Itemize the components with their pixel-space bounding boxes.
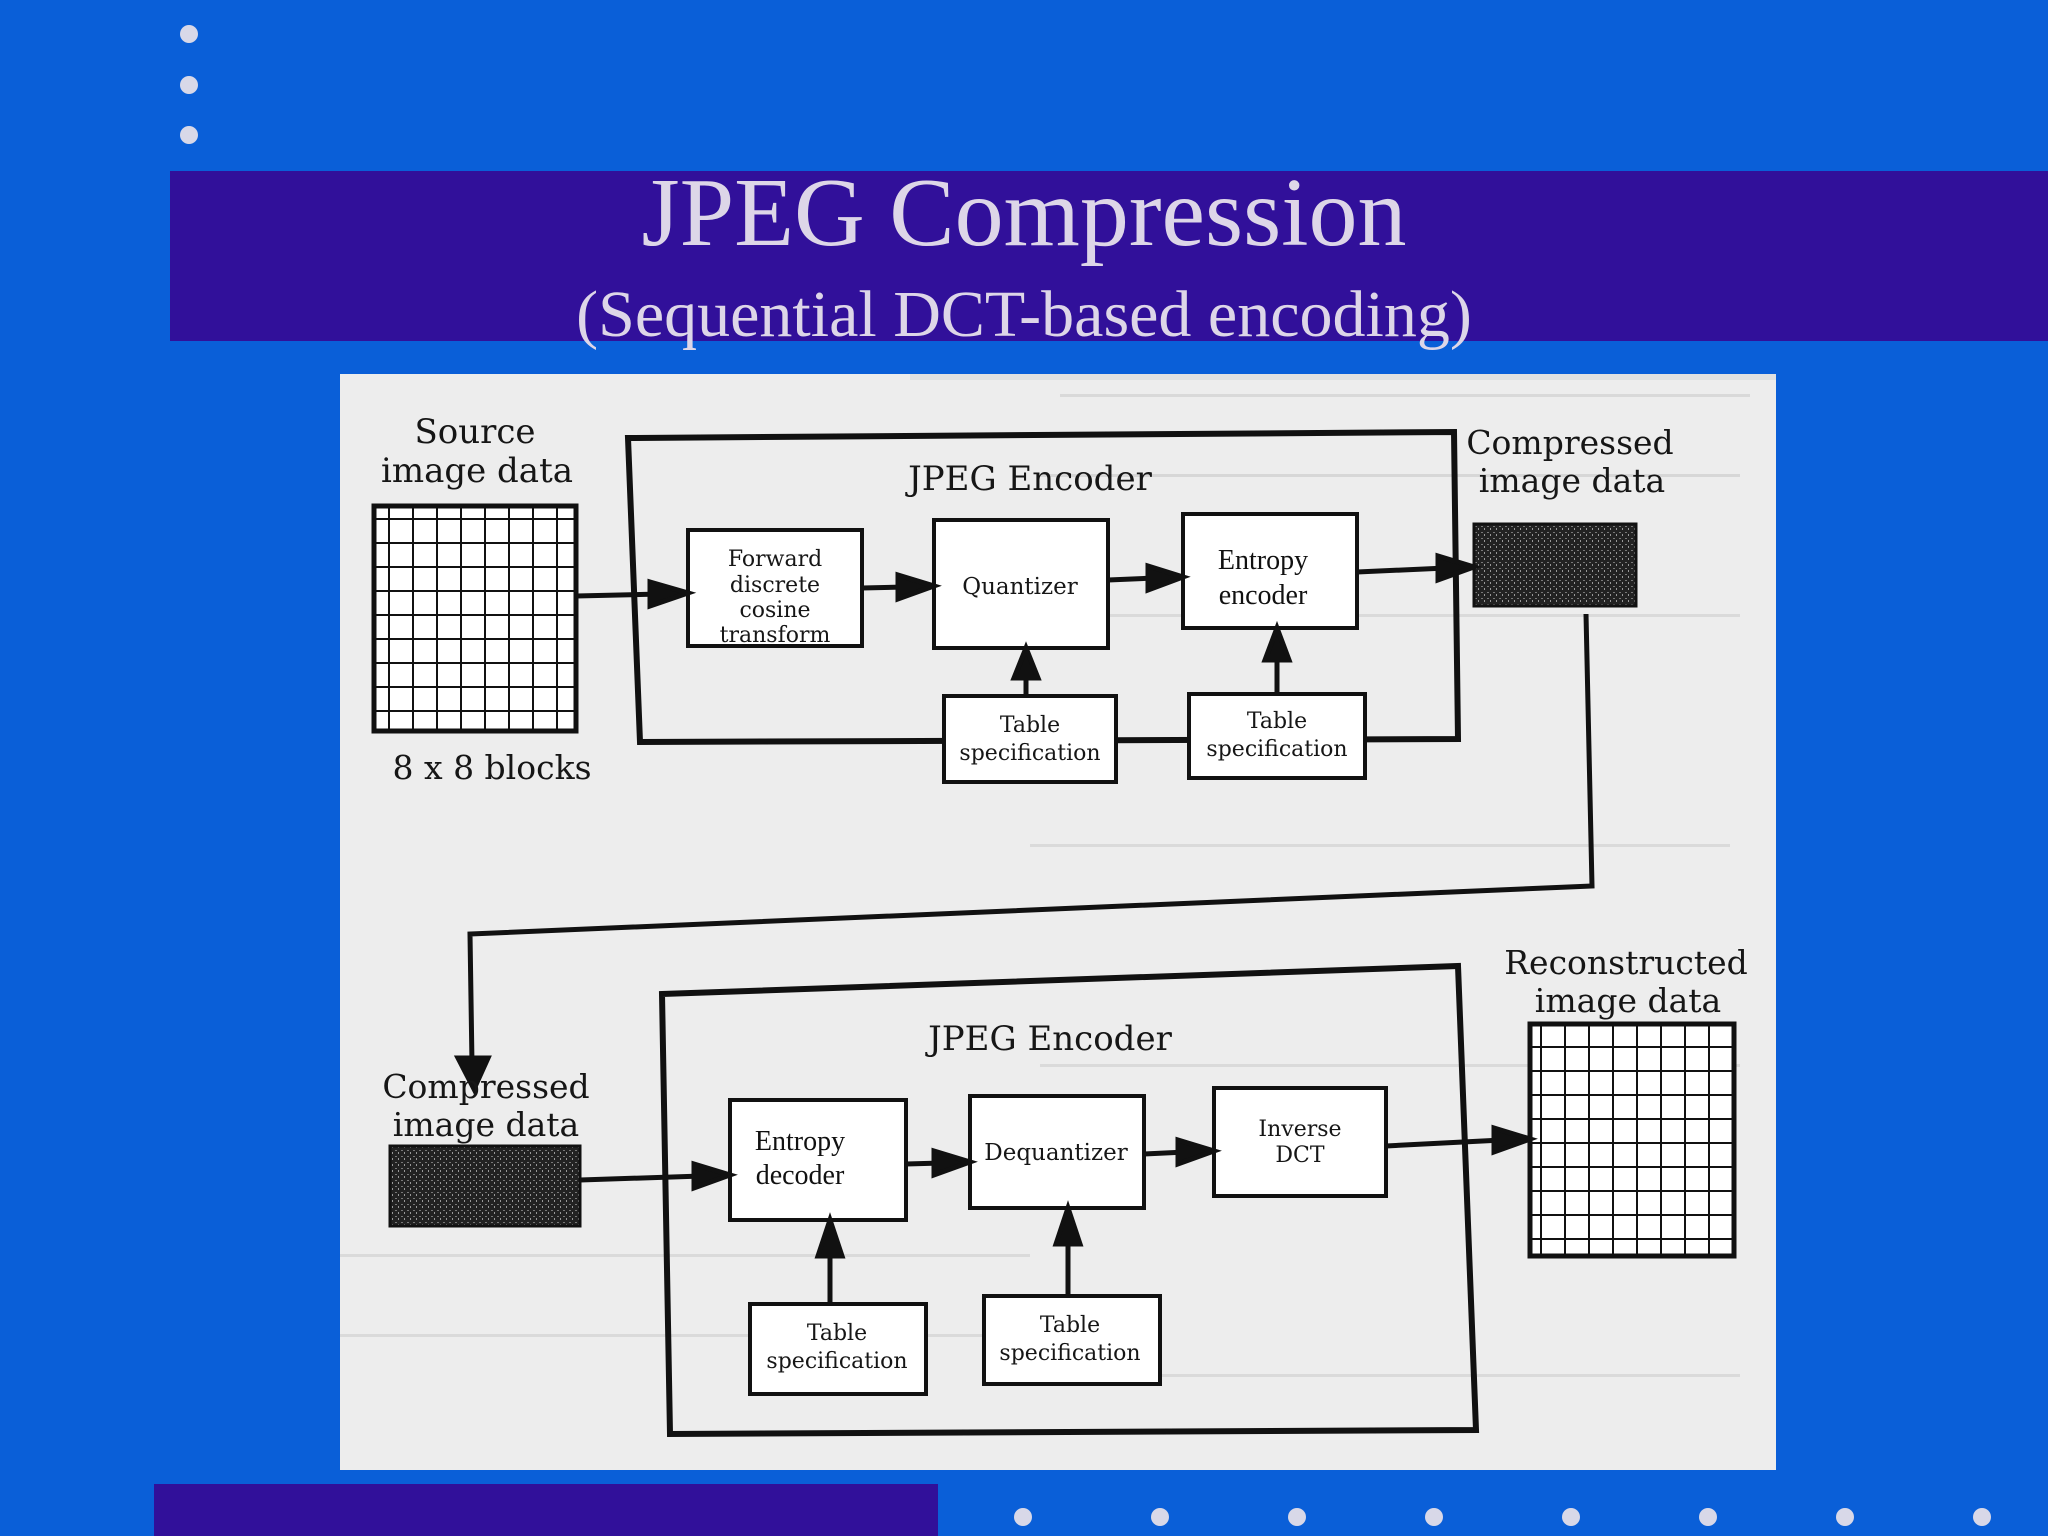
decor-dot <box>1151 1508 1169 1526</box>
decor-dot <box>1973 1508 1991 1526</box>
entropy-encoder-label-1: Entropy <box>1218 545 1308 576</box>
decoder-title: JPEG Encoder <box>925 1019 1172 1059</box>
encoder-table-spec-b <box>1187 692 1367 780</box>
decoder-table-a-2: specification <box>766 1349 907 1374</box>
decoder-arrows <box>579 1124 1538 1304</box>
slide-subtitle: (Sequential DCT-based encoding) <box>576 278 1472 351</box>
encoder-table-spec-a <box>942 694 1118 784</box>
decor-dot <box>1425 1508 1443 1526</box>
idct-label-1: Inverse <box>1258 1117 1341 1142</box>
decoder-table-b-2: specification <box>999 1341 1140 1366</box>
encoder-table-b-2: specification <box>1206 737 1347 762</box>
encoder-table-a-2: specification <box>959 741 1100 766</box>
decor-dot <box>180 25 198 43</box>
decoder-output-label-1: Reconstructed <box>1504 943 1748 982</box>
entropy-encoder-box <box>1181 512 1359 630</box>
fdct-label-1: Forward <box>728 547 822 572</box>
fdct-label-3: cosine <box>739 598 810 623</box>
decoder-frame <box>658 962 1480 1438</box>
decor-dot <box>1836 1508 1854 1526</box>
blocks-label: 8 x 8 blocks <box>392 748 591 787</box>
entropy-decoder-label-1: Entropy <box>755 1126 845 1157</box>
encoder-frame <box>624 428 1462 746</box>
encoder-table-a-1: Table <box>1000 713 1060 738</box>
diagram-scan: Source image data 8 x 8 blocks JPEG Enco… <box>340 374 1776 1470</box>
encoder-table-b-1: Table <box>1247 709 1307 734</box>
fdct-label-2: discrete <box>730 573 820 598</box>
slide-title: JPEG Compression <box>641 159 1407 267</box>
inverse-dct-box <box>1212 1086 1388 1198</box>
entropy-decoder-box <box>728 1098 908 1222</box>
decor-dot <box>1699 1508 1717 1526</box>
source-label-line1: Source <box>414 412 535 452</box>
idct-label-2: DCT <box>1275 1143 1324 1168</box>
entropy-encoder-label-2: encoder <box>1219 580 1308 611</box>
quantizer-label: Quantizer <box>962 574 1078 600</box>
source-8x8-grid <box>371 503 579 734</box>
encoder-output-label-2: image data <box>1479 461 1665 500</box>
source-label-line2: image data <box>381 451 573 491</box>
encoder-arrows <box>453 552 1595 1095</box>
compressed-input-block <box>388 1144 582 1228</box>
entropy-decoder-label-2: decoder <box>756 1160 845 1191</box>
quantizer-box <box>932 518 1110 650</box>
bottom-band <box>154 1484 938 1536</box>
decor-dot <box>1288 1508 1306 1526</box>
jpeg-block-diagram: Source image data 8 x 8 blocks JPEG Enco… <box>340 374 1776 1438</box>
reconstructed-8x8-grid <box>1527 1021 1737 1259</box>
decoder-input-label-1: Compressed <box>382 1067 589 1106</box>
decor-dot <box>1014 1508 1032 1526</box>
decor-dot <box>180 76 198 94</box>
decoder-table-a-1: Table <box>807 1321 867 1346</box>
dequantizer-label: Dequantizer <box>984 1140 1127 1166</box>
title-band <box>170 171 2048 341</box>
decoder-table-spec-b <box>982 1294 1162 1386</box>
compressed-output-block <box>1472 522 1638 608</box>
encoder-output-label-1: Compressed <box>1466 423 1673 462</box>
decoder-output-label-2: image data <box>1535 981 1721 1020</box>
fdct-label-4: transform <box>720 623 831 648</box>
fdct-box <box>686 528 864 648</box>
background-texture <box>340 374 1776 1377</box>
decoder-table-b-1: Table <box>1040 1313 1100 1338</box>
decor-dot <box>1562 1508 1580 1526</box>
dequantizer-box <box>968 1094 1146 1210</box>
decor-dot <box>180 126 198 144</box>
decoder-input-label-2: image data <box>393 1105 579 1144</box>
encoder-title: JPEG Encoder <box>905 459 1152 499</box>
decoder-table-spec-a <box>748 1302 928 1396</box>
